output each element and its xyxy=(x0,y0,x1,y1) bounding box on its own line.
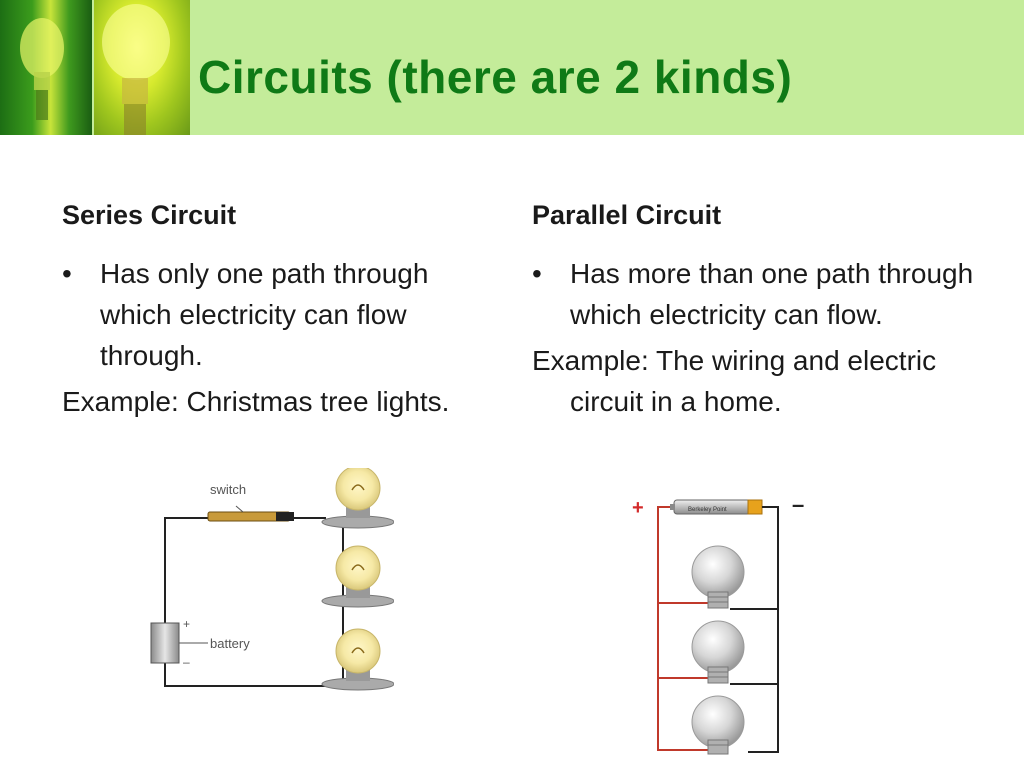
bulb-icon xyxy=(321,628,395,691)
bullet-marker: • xyxy=(62,258,72,289)
lightbulb-photo-right xyxy=(94,0,190,135)
series-heading: Series Circuit xyxy=(62,200,237,230)
bullet-marker: • xyxy=(532,258,542,289)
lightbulb-photo-left xyxy=(0,0,92,135)
switch-label: switch xyxy=(210,482,246,497)
bulb-icon xyxy=(691,620,745,684)
parallel-example: Example: The wiring and electric circuit… xyxy=(532,345,937,417)
bulb-icon xyxy=(691,695,745,755)
series-bullet-text: Has only one path through which electric… xyxy=(100,258,429,371)
battery-label: battery xyxy=(210,636,250,651)
parallel-column: Parallel Circuit • Has more than one pat… xyxy=(532,200,982,422)
battery-icon: Berkeley Point xyxy=(670,499,763,515)
bulb-icon xyxy=(321,545,395,608)
series-example: Example: Christmas tree lights. xyxy=(62,386,450,417)
parallel-circuit-diagram: + – Berkeley Point xyxy=(630,490,820,760)
parallel-bullet: • Has more than one path through which e… xyxy=(532,253,982,335)
battery-brand-label: Berkeley Point xyxy=(688,507,727,513)
battery-plus-sign: + xyxy=(632,497,644,519)
battery-icon xyxy=(150,622,180,664)
parallel-heading: Parallel Circuit xyxy=(532,200,722,230)
series-bullet: • Has only one path through which electr… xyxy=(62,253,492,376)
bulb-icon xyxy=(691,545,745,609)
series-column: Series Circuit • Has only one path throu… xyxy=(62,200,492,422)
page-title: Circuits (there are 2 kinds) xyxy=(198,51,793,103)
lightbulb-photo xyxy=(0,0,190,135)
battery-minus-sign: – xyxy=(792,492,804,517)
parallel-bullet-text: Has more than one path through which ele… xyxy=(570,258,974,330)
series-circuit-diagram: switch + – battery xyxy=(148,465,395,700)
battery-minus-sign: – xyxy=(183,655,190,669)
header-banner: Circuits (there are 2 kinds) xyxy=(0,0,1024,135)
battery-plus-sign: + xyxy=(183,617,190,631)
